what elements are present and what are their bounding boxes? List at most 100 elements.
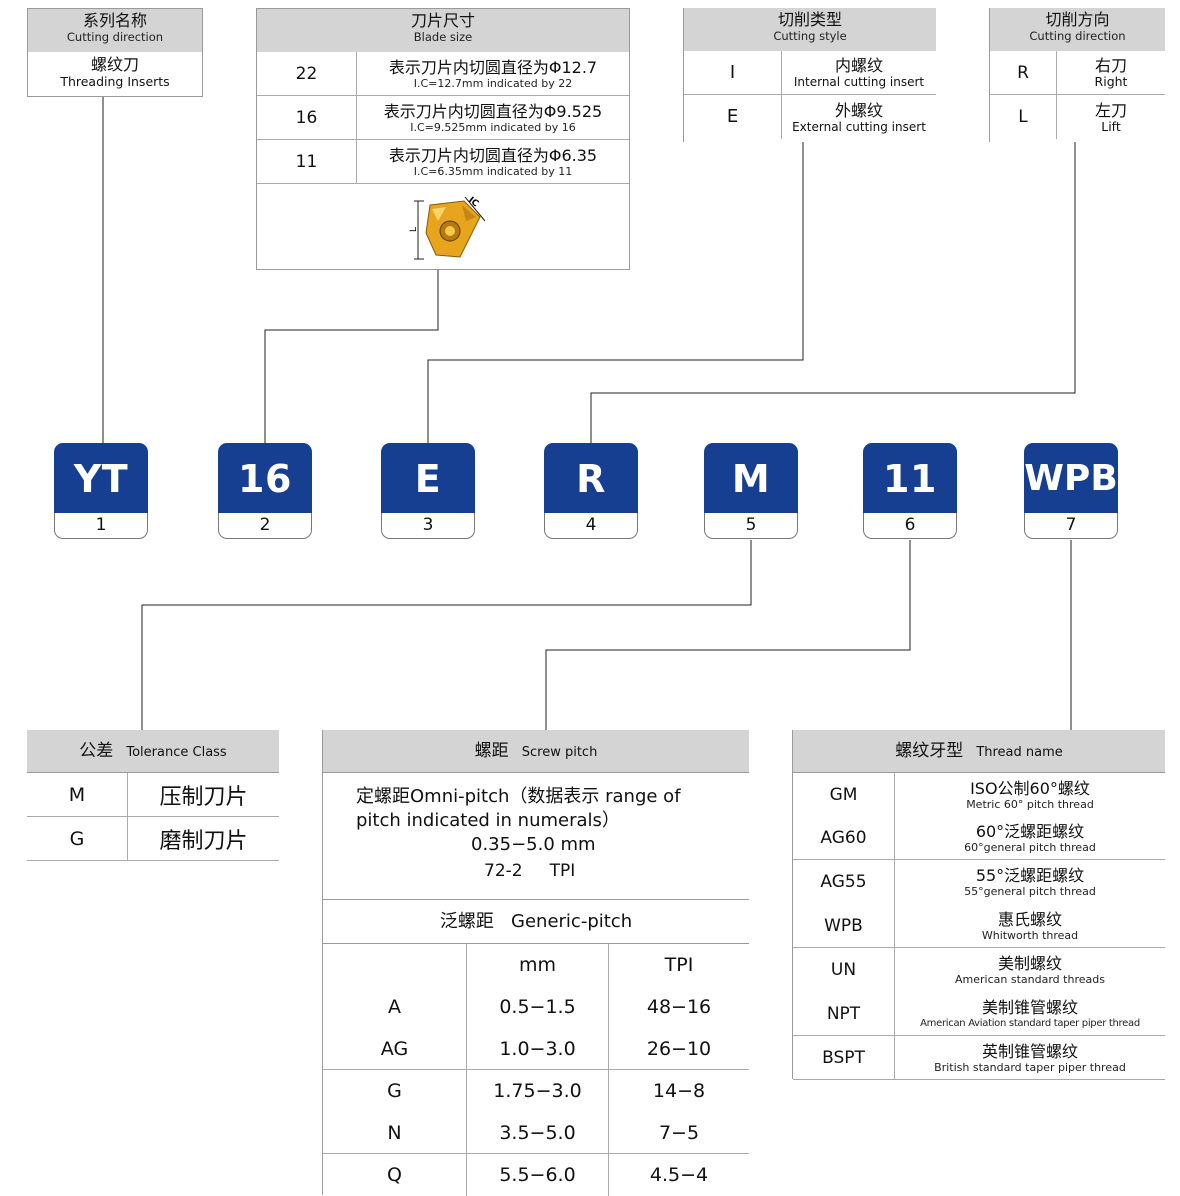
pitch-tpi: 48−16 <box>646 996 712 1018</box>
thread-row: UN 美制螺纹 American standard threads <box>793 948 1165 992</box>
thread-row: BSPT 英制锥管螺纹 British standard taper piper… <box>793 1035 1165 1080</box>
thread-code: NPT <box>793 991 895 1036</box>
code-block-thread-name: WPB 7 <box>1024 443 1118 539</box>
thread-code: AG60 <box>793 816 895 860</box>
tolerance-row: G 磨制刀片 <box>27 816 279 861</box>
pitch-mm: 3.5−5.0 <box>467 1111 609 1154</box>
style-code: I <box>684 50 782 95</box>
style-desc-zh: 内螺纹 <box>834 56 883 75</box>
thread-desc-zh: ISO公制60°螺纹 <box>970 779 1090 798</box>
blade-row: 16 表示刀片内切圆直径为Φ9.525 I.C=9.525mm indicate… <box>257 95 629 140</box>
blade-code: 16 <box>257 95 357 140</box>
code-block-number: 4 <box>544 513 638 539</box>
tolerance-title-zh: 公差 <box>79 741 114 761</box>
omni-pitch-mm: 0.35−5.0 mm <box>471 834 596 855</box>
code-block-text: E <box>381 443 475 515</box>
code-block-cutting-direction: R 4 <box>544 443 638 539</box>
style-row: I 内螺纹 Internal cutting insert <box>684 50 936 95</box>
thread-desc-en: American standard threads <box>955 973 1105 986</box>
style-code: E <box>684 95 782 139</box>
pitch-header: 螺距 Screw pitch <box>323 730 749 773</box>
style-title-zh: 切削类型 <box>777 10 842 29</box>
code-block-number: 3 <box>381 513 475 539</box>
code-block-text: M <box>704 443 798 515</box>
thread-row: GM ISO公制60°螺纹 Metric 60° pitch thread <box>793 773 1165 817</box>
connector-pitch <box>545 540 911 730</box>
thread-desc: ISO公制60°螺纹 Metric 60° pitch thread <box>895 779 1165 811</box>
style-title-en: Cutting style <box>773 29 847 43</box>
series-box: 系列名称 Cutting direction 螺纹刀 Threading Ins… <box>27 8 203 97</box>
direction-desc-en: Right <box>1094 74 1128 89</box>
pitch-code: Q <box>323 1154 467 1196</box>
tolerance-title-en: Tolerance Class <box>126 745 227 760</box>
blade-title-zh: 刀片尺寸 <box>410 11 475 30</box>
thread-header: 螺纹牙型 Thread name <box>793 730 1165 773</box>
thread-title-en: Thread name <box>976 745 1063 760</box>
pitch-tpi: 7−5 <box>658 1121 700 1144</box>
pitch-title-zh: 螺距 <box>474 741 509 761</box>
style-desc-zh: 外螺纹 <box>834 100 883 120</box>
style-row: E 外螺纹 External cutting insert <box>684 95 936 139</box>
blade-desc-zh: 表示刀片内切圆直径为Φ9.525 <box>383 101 603 121</box>
tolerance-code: G <box>27 816 128 861</box>
thread-row: NPT 美制锥管螺纹 American Aviation standard ta… <box>793 991 1165 1036</box>
direction-box: 切削方向 Cutting direction R 右刀 Right L 左刀 L… <box>989 8 1165 142</box>
pitch-mm: 1.0−3.0 <box>467 1027 609 1070</box>
code-block-text: WPB <box>1024 443 1118 515</box>
direction-header: 切削方向 Cutting direction <box>990 8 1165 51</box>
threading-insert-icon: L IC <box>409 195 486 260</box>
pitch-code: A <box>323 986 467 1028</box>
tolerance-desc: 磨制刀片 <box>159 828 248 854</box>
style-desc: 外螺纹 External cutting insert <box>782 101 936 134</box>
thread-desc: 60°泛螺距螺纹 60°general pitch thread <box>895 822 1165 854</box>
direction-desc-en: Lift <box>1101 118 1121 134</box>
omni-pitch-line2: pitch indicated in numerals） <box>356 810 620 831</box>
thread-desc: 惠氏螺纹 Whitworth thread <box>895 910 1165 942</box>
pitch-code: N <box>323 1111 467 1154</box>
code-block-text: 11 <box>863 443 957 515</box>
pitch-row: AG 1.0−3.0 26−10 <box>323 1027 749 1070</box>
pitch-mm: 5.5−6.0 <box>467 1154 609 1196</box>
blade-row: 11 表示刀片内切圆直径为Φ6.35 I.C=6.35mm indicated … <box>257 139 629 184</box>
code-block-text: R <box>544 443 638 515</box>
direction-desc: 左刀 Lift <box>1057 101 1165 134</box>
series-value-en: Threading Inserts <box>60 74 170 89</box>
thread-box: 螺纹牙型 Thread name GM ISO公制60°螺纹 Metric 60… <box>792 730 1165 1080</box>
direction-title-en: Cutting direction <box>1029 29 1126 43</box>
tolerance-box: 公差 Tolerance Class M 压制刀片 G 磨制刀片 <box>27 730 279 861</box>
thread-row: AG60 60°泛螺距螺纹 60°general pitch thread <box>793 816 1165 860</box>
thread-desc: 美制螺纹 American standard threads <box>895 954 1165 986</box>
thread-title-zh: 螺纹牙型 <box>895 741 964 761</box>
thread-row: WPB 惠氏螺纹 Whitworth thread <box>793 903 1165 948</box>
pitch-row: Q 5.5−6.0 4.5−4 <box>323 1154 749 1196</box>
thread-desc-en: British standard taper piper thread <box>934 1060 1126 1074</box>
code-block-number: 6 <box>863 513 957 539</box>
blade-desc-en: I.C=9.525mm indicated by 16 <box>410 120 576 134</box>
direction-code: L <box>990 95 1057 139</box>
blade-desc: 表示刀片内切圆直径为Φ12.7 I.C=12.7mm indicated by … <box>357 58 629 90</box>
direction-desc-zh: 左刀 <box>1094 100 1127 120</box>
code-block-number: 2 <box>218 513 312 539</box>
code-block-number: 1 <box>54 513 148 539</box>
pitch-box: 螺距 Screw pitch 定螺距Omni-pitch（数据表示 range … <box>322 730 749 1196</box>
thread-desc-en: Metric 60° pitch thread <box>966 798 1094 811</box>
thread-desc-zh: 55°泛螺距螺纹 <box>975 866 1085 885</box>
thread-code: WPB <box>793 903 895 948</box>
style-desc-en: Internal cutting insert <box>793 75 925 89</box>
insert-l-label: L <box>409 227 419 232</box>
pitch-tpi: 4.5−4 <box>649 1164 709 1186</box>
pitch-col-code <box>323 944 467 986</box>
blade-desc-en: I.C=12.7mm indicated by 22 <box>413 76 573 90</box>
thread-desc-zh: 美制锥管螺纹 <box>981 997 1078 1017</box>
tolerance-header: 公差 Tolerance Class <box>27 730 279 773</box>
code-block-text: YT <box>54 443 148 515</box>
direction-code: R <box>990 50 1057 95</box>
pitch-col-tpi: TPI <box>664 954 694 976</box>
pitch-code: G <box>323 1070 467 1112</box>
code-block-tolerance: M 5 <box>704 443 798 539</box>
series-value: 螺纹刀 Threading Inserts <box>28 52 202 90</box>
direction-desc-zh: 右刀 <box>1094 56 1127 75</box>
thread-code: AG55 <box>793 860 895 904</box>
series-header: 系列名称 Cutting direction <box>28 9 202 52</box>
thread-code: UN <box>793 948 895 992</box>
